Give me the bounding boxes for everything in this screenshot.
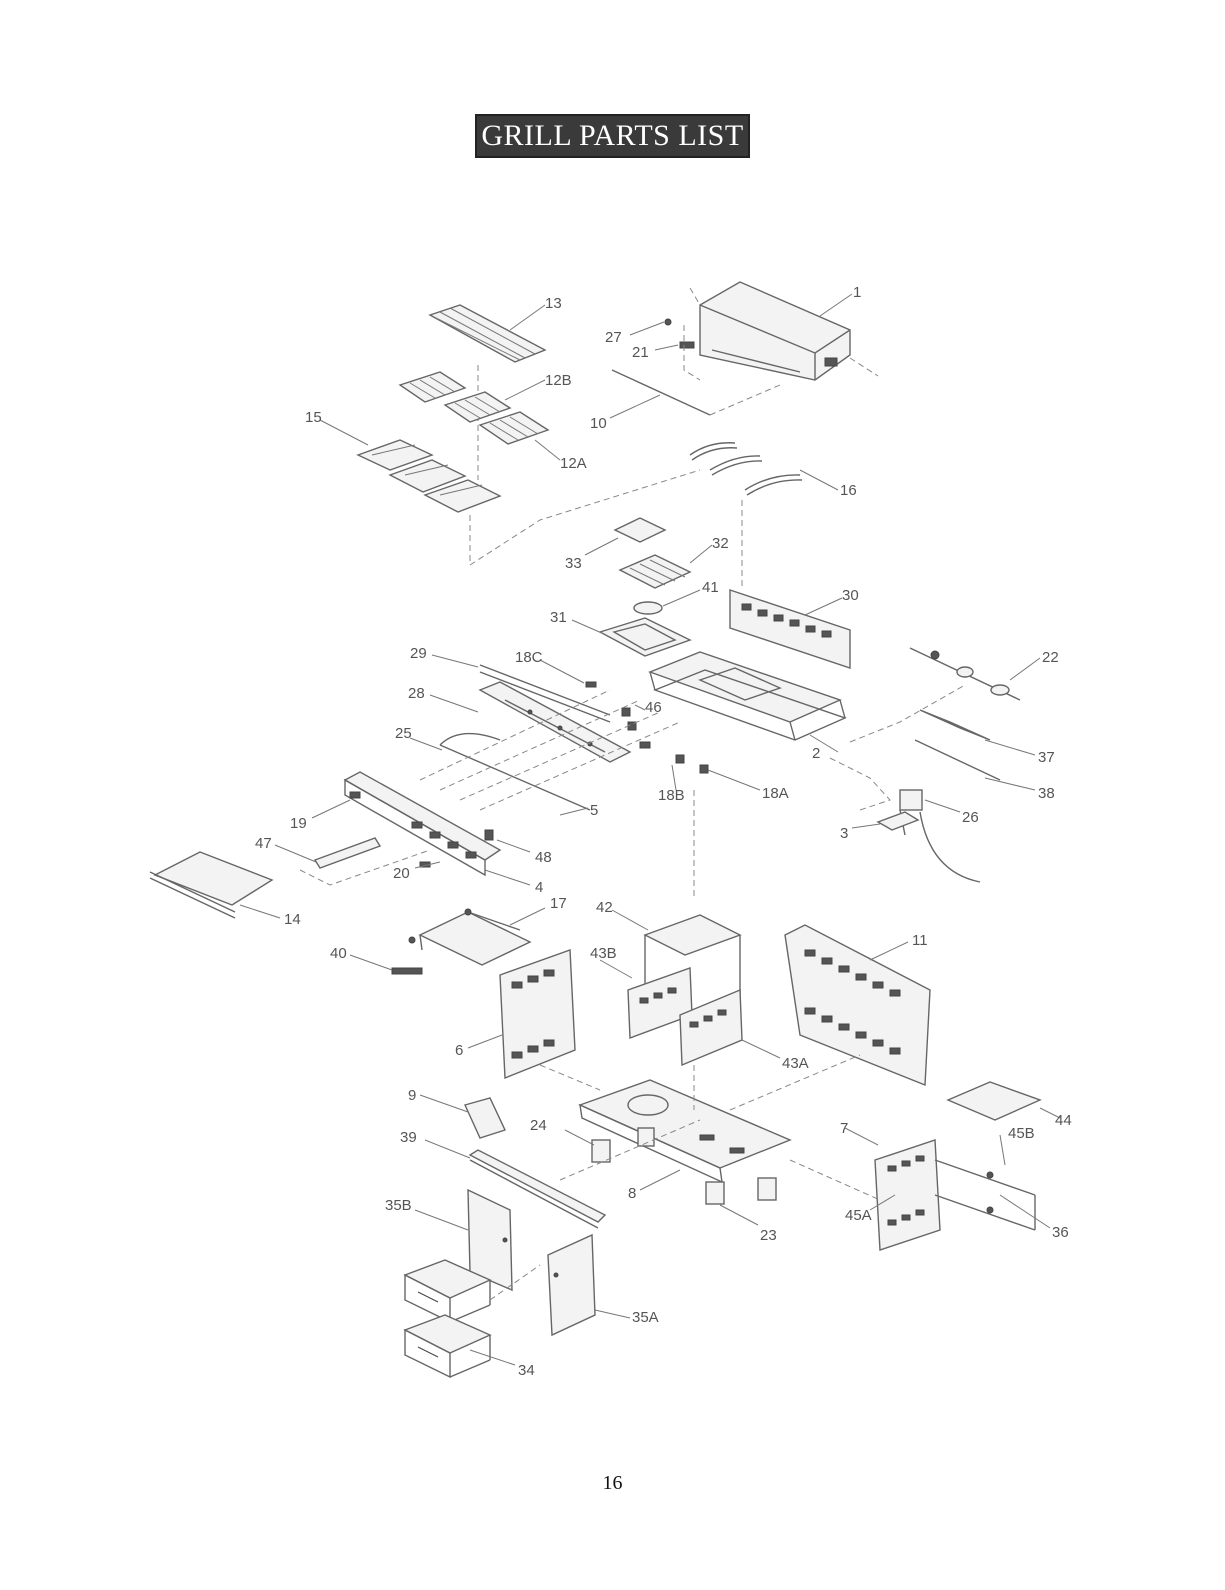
drawer-tray-part (420, 912, 530, 965)
side-shelf-part (150, 852, 272, 918)
part-label-7: 7 (840, 1120, 848, 1137)
part-label-47: 47 (255, 835, 272, 852)
part-label-43a: 43A (782, 1055, 809, 1072)
part-label-18a: 18A (762, 785, 789, 802)
part-label-42: 42 (596, 899, 613, 916)
part-label-38: 38 (1038, 785, 1055, 802)
part-label-26: 26 (962, 809, 979, 826)
regulator-part (910, 648, 1020, 700)
part-label-19: 19 (290, 815, 307, 832)
part-label-43b: 43B (590, 945, 617, 962)
part-label-10: 10 (590, 415, 607, 432)
igniter-part (315, 838, 380, 868)
part-label-22: 22 (1042, 649, 1059, 666)
part-label-46: 46 (645, 699, 662, 716)
burner-ring-part (634, 602, 662, 614)
part-label-41: 41 (702, 579, 719, 596)
part-label-4: 4 (535, 879, 543, 896)
right-side-panel-part (875, 1140, 940, 1250)
part-label-18b: 18B (658, 787, 685, 804)
part-label-23: 23 (760, 1227, 777, 1244)
part-label-12b: 12B (545, 372, 572, 389)
part-label-35b: 35B (385, 1197, 412, 1214)
electronic-igniter-part (920, 710, 990, 740)
cooking-grates-part (400, 372, 548, 444)
part-label-13: 13 (545, 295, 562, 312)
part-label-5: 5 (590, 802, 598, 819)
part-label-12a: 12A (560, 455, 587, 472)
condiment-tray-part (948, 1082, 1040, 1120)
burners-part (690, 443, 802, 495)
part-label-37: 37 (1038, 749, 1055, 766)
smoker-box-part (620, 555, 690, 588)
part-label-27: 27 (605, 329, 622, 346)
part-label-31: 31 (550, 609, 567, 626)
part-label-6: 6 (455, 1042, 463, 1059)
part-label-16: 16 (840, 482, 857, 499)
part-label-45a: 45A (845, 1207, 872, 1224)
right-door-part (548, 1235, 595, 1335)
part-label-8: 8 (628, 1185, 636, 1202)
left-side-panel-part (500, 950, 575, 1078)
part-label-30: 30 (842, 587, 859, 604)
part-label-44: 44 (1055, 1112, 1072, 1129)
part-label-34: 34 (518, 1362, 535, 1379)
heat-plates-part (358, 440, 500, 512)
bottom-panel-part (580, 1080, 790, 1182)
smoker-box-lid-part (615, 518, 665, 542)
part-label-20: 20 (393, 865, 410, 882)
part-label-35a: 35A (632, 1309, 659, 1326)
part-label-28: 28 (408, 685, 425, 702)
side-burner-pan-part (600, 618, 690, 656)
lid-part (700, 282, 850, 380)
firebox-part (650, 652, 845, 740)
part-label-15: 15 (305, 409, 322, 426)
part-label-18c: 18C (515, 649, 543, 666)
warming-rack-part (430, 305, 545, 362)
part-label-33: 33 (565, 555, 582, 572)
page-number: 16 (0, 1472, 1225, 1495)
part-label-2: 2 (812, 745, 820, 762)
part-label-1: 1 (853, 284, 861, 301)
door-hinge-part (465, 1098, 505, 1138)
hose-bracket-part (878, 812, 918, 830)
drawers-part (405, 1260, 490, 1377)
part-label-9: 9 (408, 1087, 416, 1104)
part-label-48: 48 (535, 849, 552, 866)
part-label-40: 40 (330, 945, 347, 962)
part-label-29: 29 (410, 645, 427, 662)
part-label-25: 25 (395, 725, 412, 742)
towel-bar-part (935, 1160, 1035, 1230)
tank-bracket-part (900, 790, 980, 882)
part-label-45b: 45B (1008, 1125, 1035, 1142)
part-label-14: 14 (284, 911, 301, 928)
heat-shield-panel-part (730, 590, 850, 668)
part-label-36: 36 (1052, 1224, 1069, 1241)
part-label-11: 11 (912, 932, 928, 949)
part-label-3: 3 (840, 825, 848, 842)
front-control-panel-part (345, 772, 500, 875)
part-label-39: 39 (400, 1129, 417, 1146)
part-label-21: 21 (632, 344, 649, 361)
part-label-17: 17 (550, 895, 567, 912)
part-label-32: 32 (712, 535, 729, 552)
part-label-24: 24 (530, 1117, 547, 1134)
